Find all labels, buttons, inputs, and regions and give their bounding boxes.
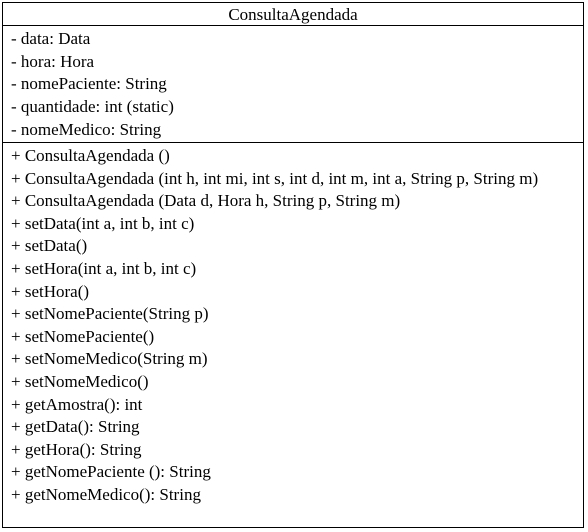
attribute-item: - nomePaciente: String <box>11 74 167 94</box>
method-item: + ConsultaAgendada (int h, int mi, int s… <box>11 168 539 188</box>
attribute-item: - data: Data <box>11 29 91 48</box>
method-item: + ConsultaAgendada () <box>11 146 170 165</box>
method-item: + getHora(): String <box>11 439 142 459</box>
method-item: + ConsultaAgendada (Data d, Hora h, Stri… <box>11 191 401 211</box>
method-item: + getAmostra(): int <box>11 394 143 414</box>
method-item: + setHora() <box>11 281 90 301</box>
attribute-item: - hora: Hora <box>11 51 95 71</box>
method-item: + setHora(int a, int b, int c) <box>11 258 197 278</box>
method-item: + setData() <box>11 236 88 256</box>
class-name: ConsultaAgendada <box>3 3 583 26</box>
method-item: + setNomePaciente(String p) <box>11 304 209 324</box>
attributes-compartment: - data: Data - hora: Hora - nomePaciente… <box>3 26 583 143</box>
methods-compartment: + ConsultaAgendada () + ConsultaAgendada… <box>3 143 583 507</box>
uml-class-box: ConsultaAgendada - data: Data - hora: Ho… <box>2 2 584 528</box>
method-item: + setNomeMedico(String m) <box>11 349 208 369</box>
method-item: + setData(int a, int b, int c) <box>11 213 195 233</box>
attribute-item: - nomeMedico: String <box>11 119 162 139</box>
method-item: + setNomePaciente() <box>11 326 155 346</box>
method-item: + setNomeMedico() <box>11 371 149 391</box>
method-item: + getData(): String <box>11 417 140 437</box>
method-item: + getNomePaciente (): String <box>11 462 211 482</box>
attribute-item: - quantidade: int (static) <box>11 97 174 117</box>
method-item: + getNomeMedico(): String <box>11 484 201 504</box>
